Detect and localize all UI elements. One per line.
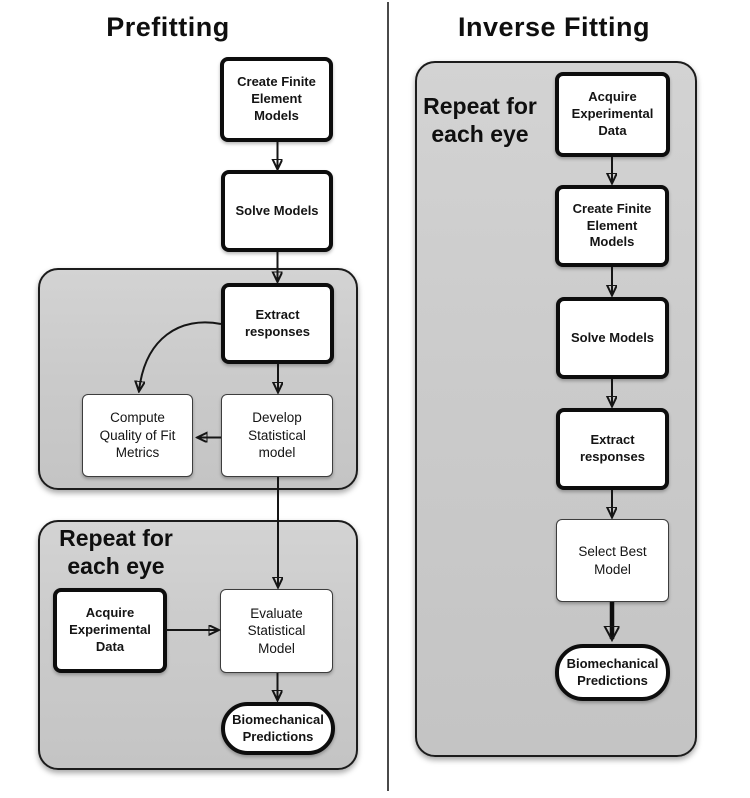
node-compute-quality-of-fit-metrics: Compute Quality of Fit Metrics [82, 394, 193, 477]
node-acquire-experimental-data-inverse: Acquire Experimental Data [555, 72, 670, 157]
node-select-best-model: Select Best Model [556, 519, 669, 602]
repeat-label-prefitting: Repeat for each eye [59, 525, 173, 580]
node-evaluate-statistical-model: Evaluate Statistical Model [220, 589, 333, 673]
repeat-label-inverse: Repeat for each eye [423, 93, 537, 148]
node-create-finite-element-models-inverse: Create Finite Element Models [555, 185, 669, 267]
node-extract-responses-prefitting: Extract responses [221, 283, 334, 364]
node-create-finite-element-models-prefitting: Create Finite Element Models [220, 57, 333, 142]
node-biomechanical-predictions-inverse: Biomechanical Predictions [555, 644, 670, 701]
node-extract-responses-inverse: Extract responses [556, 408, 669, 490]
column-divider [387, 2, 389, 791]
node-develop-statistical-model: Develop Statistical model [221, 394, 333, 477]
node-solve-models-prefitting: Solve Models [221, 170, 333, 252]
node-solve-models-inverse: Solve Models [556, 297, 669, 379]
inverse-fitting-title: Inverse Fitting [457, 12, 651, 42]
node-acquire-experimental-data-prefitting: Acquire Experimental Data [53, 588, 167, 673]
node-biomechanical-predictions-prefitting: Biomechanical Predictions [221, 702, 335, 755]
prefitting-title: Prefitting [106, 12, 230, 42]
